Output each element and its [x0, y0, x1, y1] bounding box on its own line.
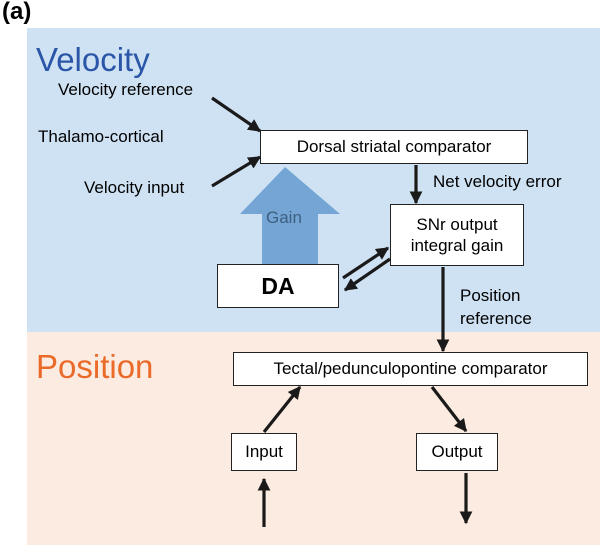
snr-output-line-2: integral gain	[410, 236, 504, 255]
position-reference-line-1: Position	[460, 286, 521, 305]
position-title: Position	[36, 348, 154, 385]
position-reference-label: Position reference	[460, 285, 532, 331]
da-box: DA	[217, 264, 339, 308]
panel-label: (a)	[2, 0, 32, 25]
net-velocity-error-label: Net velocity error	[433, 172, 562, 191]
velocity-title: Velocity	[36, 41, 150, 78]
snr-output-line-1: SNr output	[416, 214, 498, 234]
velocity-input-label: Velocity input	[84, 178, 185, 197]
comparator-to-output-arrow	[430, 386, 468, 433]
snr-output-box: SNr output integral gain	[390, 204, 524, 266]
position-reference-line-2: reference	[460, 308, 532, 328]
dorsal-striatal-comparator-box: Dorsal striatal comparator	[260, 130, 528, 164]
velocity-reference-label: Velocity reference	[58, 80, 194, 99]
velocity-reference-arrow	[211, 96, 262, 133]
da-to-snr-arrow	[342, 246, 390, 280]
tectal-pedunculopontine-comparator-box: Tectal/pedunculopontine comparator	[233, 352, 588, 386]
gain-label: Gain	[266, 208, 302, 227]
velocity-input-arrow	[211, 155, 262, 188]
input-to-comparator-arrow	[262, 386, 302, 433]
thalamo-cortical-label: Thalamo-cortical	[38, 127, 164, 146]
output-box: Output	[416, 433, 498, 471]
snr-to-da-arrow	[343, 257, 391, 292]
input-box: Input	[231, 433, 297, 471]
